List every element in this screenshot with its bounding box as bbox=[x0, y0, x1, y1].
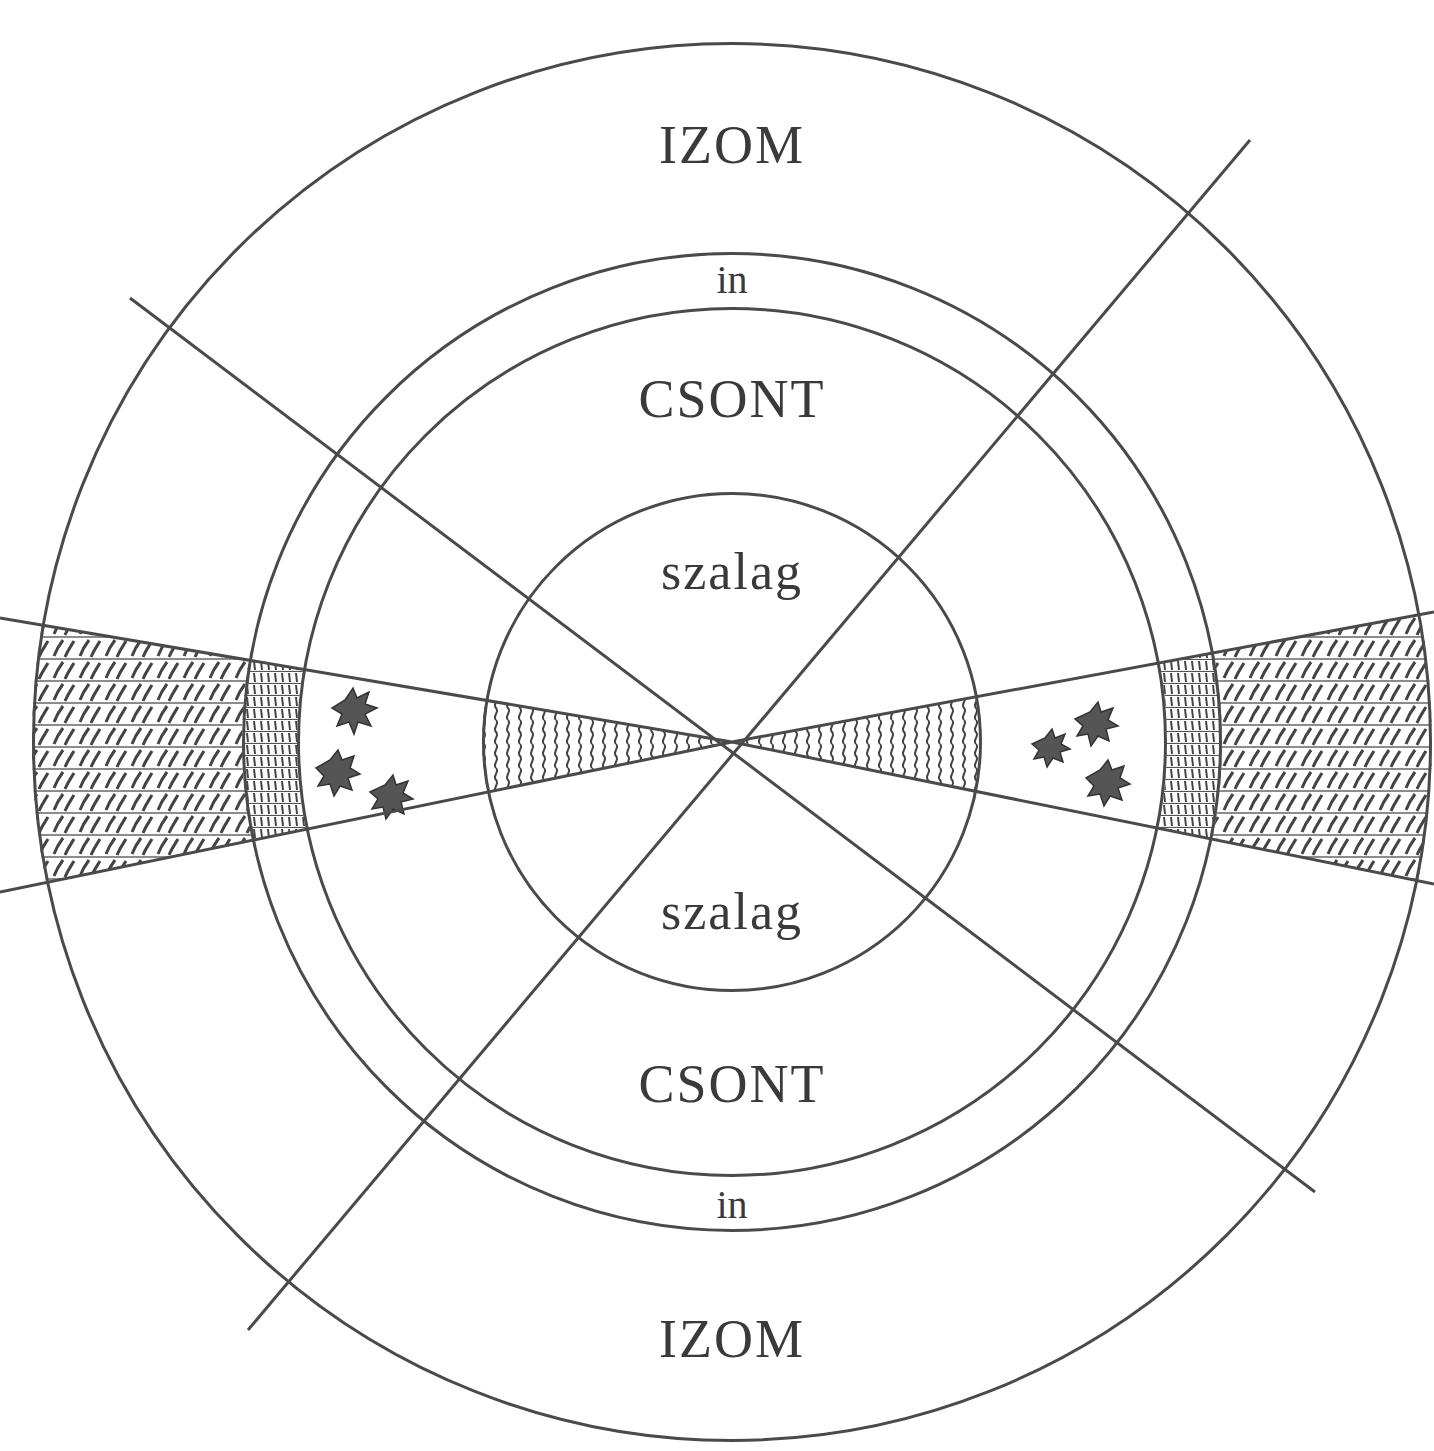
circle-line bbox=[299, 309, 1166, 1176]
label-slot: CSONT bbox=[297, 1056, 1167, 1113]
label-slot: szalag bbox=[482, 885, 982, 940]
label-slot: in bbox=[242, 259, 1222, 301]
muscle-ring: IZOMIZOMininCSONTCSONTszalagszalag bbox=[32, 42, 1432, 1442]
bone-ring: CSONT CSONT szalag szalag bbox=[297, 307, 1167, 1177]
tissue-label: CSONT bbox=[638, 1056, 825, 1113]
tissue-label: CSONT bbox=[638, 371, 825, 428]
tissue-label: in bbox=[716, 259, 747, 301]
tissue-label: szalag bbox=[661, 545, 803, 600]
circle-line bbox=[484, 494, 981, 991]
circle-outline bbox=[297, 307, 1167, 1177]
tissue-label: IZOM bbox=[659, 1311, 805, 1368]
label-slot: szalag bbox=[482, 545, 982, 600]
tissue-label: in bbox=[716, 1184, 747, 1226]
tissue-label: szalag bbox=[661, 885, 803, 940]
label-slot: in bbox=[242, 1184, 1222, 1226]
tendon-ring: ininCSONTCSONTszalagszalag bbox=[242, 252, 1222, 1232]
label-slot: IZOM bbox=[32, 1311, 1432, 1368]
label-slot: CSONT bbox=[297, 371, 1167, 428]
circle-line bbox=[34, 44, 1431, 1441]
tissue-label: IZOM bbox=[659, 117, 805, 174]
label-slot: IZOM bbox=[32, 117, 1432, 174]
circle-line bbox=[244, 254, 1221, 1231]
ligament-circle: szalag szalag bbox=[482, 492, 982, 992]
